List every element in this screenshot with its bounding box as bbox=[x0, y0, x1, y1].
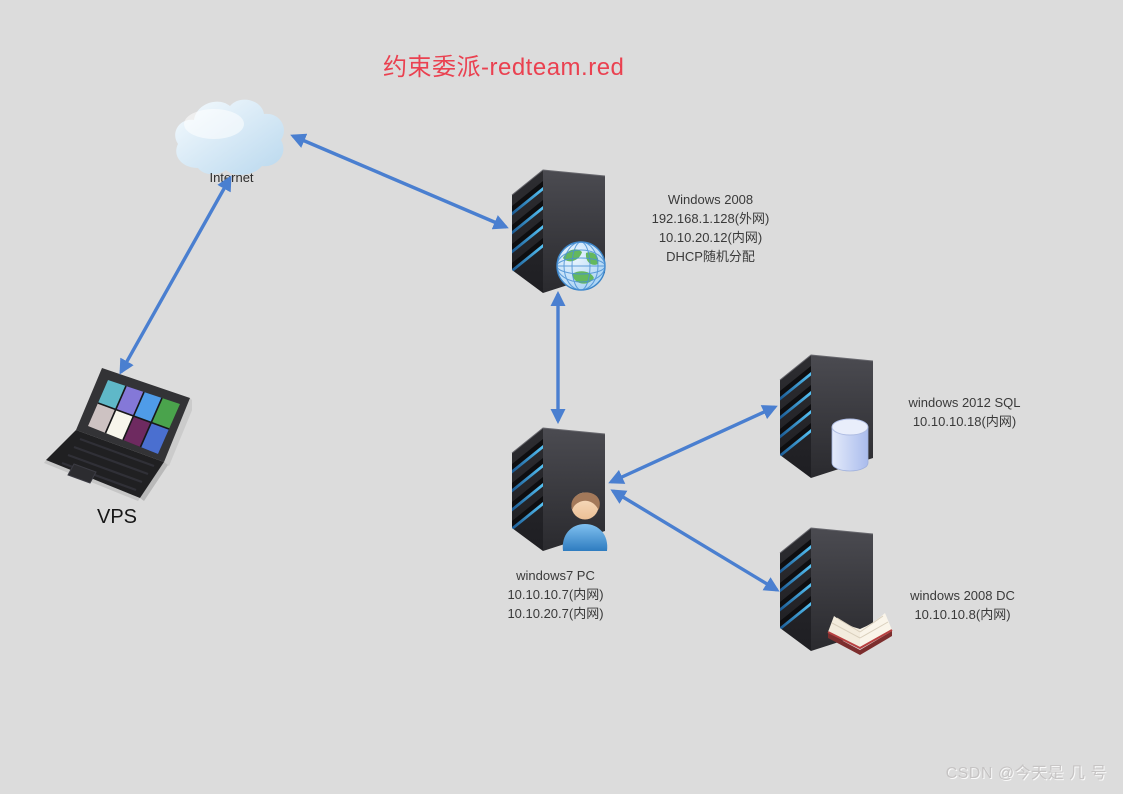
user-icon bbox=[557, 489, 613, 551]
win2008dc-label: windows 2008 DC 10.10.10.8(内网) bbox=[880, 586, 1045, 624]
win7pc-ip-1: 10.10.10.7(内网) bbox=[507, 587, 604, 602]
win2008-name: Windows 2008 bbox=[667, 192, 754, 207]
page-title: 约束委派-redteam.red bbox=[383, 54, 625, 81]
win7pc-ip-2: 10.10.20.7(内网) bbox=[507, 606, 604, 621]
internet-label: Internet bbox=[209, 170, 254, 185]
win2012sql-name: windows 2012 SQL bbox=[908, 395, 1021, 410]
arrow-win7pc-win2012sql bbox=[608, 405, 778, 484]
globe-icon bbox=[555, 240, 607, 292]
arrow-internet-win2008 bbox=[290, 133, 509, 230]
csdn-watermark: CSDN @今天是 几 号 bbox=[945, 765, 1107, 782]
win2008-dhcp-note: DHCP随机分配 bbox=[666, 249, 755, 264]
win2008dc-name: windows 2008 DC bbox=[910, 588, 1015, 603]
vps-label: VPS bbox=[96, 506, 138, 528]
win2008dc-ip: 10.10.10.8(内网) bbox=[914, 607, 1011, 622]
win2008-ip-internal: 10.10.20.12(内网) bbox=[658, 230, 763, 245]
win2008-label: Windows 2008 192.168.1.128(外网) 10.10.20.… bbox=[628, 190, 793, 266]
win7pc-label: windows7 PC 10.10.10.7(内网) 10.10.20.7(内网… bbox=[473, 566, 638, 623]
win7pc-name: windows7 PC bbox=[516, 568, 595, 583]
laptop-icon bbox=[42, 360, 192, 502]
database-icon bbox=[830, 417, 870, 473]
win2012sql-ip: 10.10.10.18(内网) bbox=[912, 414, 1017, 429]
cloud-icon bbox=[168, 92, 288, 182]
arrow-internet-vps bbox=[119, 175, 232, 375]
win2012sql-label: windows 2012 SQL 10.10.10.18(内网) bbox=[882, 393, 1047, 431]
win2008-ip-external: 192.168.1.128(外网) bbox=[651, 211, 770, 226]
